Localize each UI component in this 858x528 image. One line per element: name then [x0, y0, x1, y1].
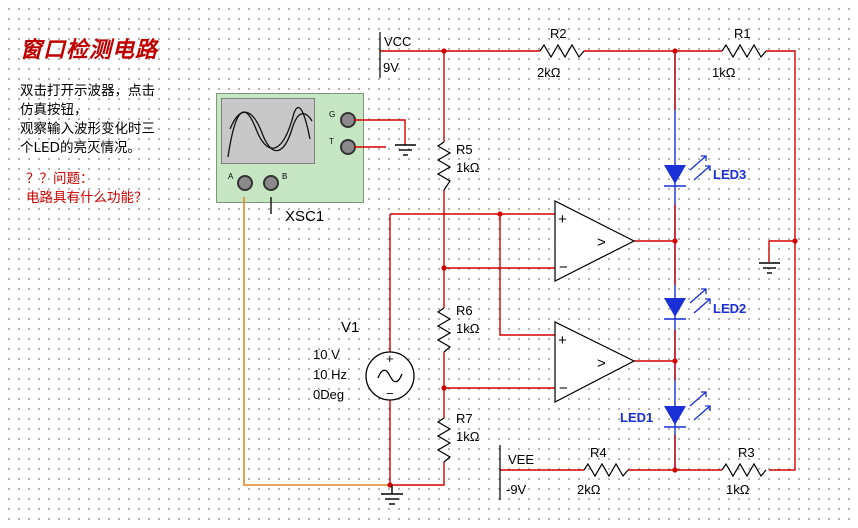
resistor-r2[interactable]: R2 2kΩ — [537, 26, 567, 80]
opamp-plus-label: + — [558, 211, 567, 228]
r5-name: R5 — [456, 142, 473, 157]
r3-value: 1kΩ — [726, 482, 750, 497]
led-icon — [664, 165, 686, 184]
vee-name: VEE — [508, 452, 534, 467]
ground-icon — [395, 144, 416, 156]
source-minus-label: − — [386, 386, 394, 401]
oscilloscope-b-terminal[interactable] — [263, 175, 279, 191]
oscilloscope-label: XSC1 — [285, 208, 324, 225]
led2[interactable]: LED2 — [664, 288, 746, 320]
terminal-label-a: A — [228, 172, 234, 181]
instruction-line: 个LED的亮灭情况。 — [20, 140, 141, 156]
resistor-r6[interactable]: R6 1kΩ — [456, 303, 480, 336]
opamp-plus-label: + — [558, 332, 567, 349]
source-phase: 0Deg — [313, 387, 344, 402]
source-frequency: 10 Hz — [313, 367, 347, 382]
instruction-line: 观察输入波形变化时三 — [20, 121, 155, 137]
r7-value: 1kΩ — [456, 429, 480, 444]
vee-value: -9V — [506, 482, 527, 497]
terminal-label-g: G — [329, 110, 336, 119]
r7-name: R7 — [456, 411, 473, 426]
led-icon — [664, 298, 686, 317]
opamp-gt-label: > — [597, 234, 606, 251]
circuit-wires — [354, 50, 796, 486]
oscilloscope-screen — [221, 98, 315, 164]
terminal-label-b: B — [282, 172, 288, 181]
source-plus-label: + — [386, 351, 394, 366]
junction-dots — [387, 48, 798, 488]
opamp-minus-label: − — [559, 259, 568, 276]
resistor-r4[interactable]: R4 2kΩ — [577, 445, 607, 497]
led2-label: LED2 — [713, 301, 746, 316]
instruction-text: 双击打开示波器，点击 仿真按钮， 观察输入波形变化时三 个LED的亮灭情况。 — [20, 82, 155, 158]
instruction-line: 双击打开示波器，点击 — [20, 83, 155, 99]
r1-value: 1kΩ — [712, 65, 736, 80]
ground-icon — [381, 485, 403, 505]
waveform-icon — [227, 106, 313, 158]
terminal-label-t: T — [329, 137, 334, 146]
r6-name: R6 — [456, 303, 473, 318]
opamp-gt-label: > — [597, 355, 606, 372]
ac-source-v1[interactable]: + − V1 10 V 10 Hz 0Deg — [313, 319, 415, 402]
opamp-triangle — [554, 200, 636, 282]
page-title: 窗口检测电路 — [20, 37, 159, 63]
led3[interactable]: LED3 — [664, 155, 746, 187]
r2-name: R2 — [550, 26, 567, 41]
vcc-value: 9V — [383, 60, 399, 75]
oscilloscope-a-terminal[interactable] — [237, 175, 253, 191]
opamp-triangle — [554, 321, 636, 403]
vee-supply[interactable]: VEE -9V — [499, 445, 534, 500]
ground-icon — [759, 262, 780, 274]
vcc-supply[interactable]: VCC 9V — [379, 32, 411, 78]
r4-name: R4 — [590, 445, 607, 460]
resistor-r5[interactable]: R5 1kΩ — [456, 142, 480, 175]
scope-probe-wire — [243, 197, 392, 486]
led3-label: LED3 — [713, 167, 746, 182]
r1-name: R1 — [734, 26, 751, 41]
question-line: ？？问题： — [26, 171, 94, 187]
question-text: ？？问题： 电路具有什么功能？ — [26, 170, 148, 208]
source-name: V1 — [341, 319, 359, 336]
resistor-r3[interactable]: R3 1kΩ — [726, 445, 755, 497]
led1[interactable]: LED1 — [620, 391, 711, 428]
vcc-name: VCC — [384, 34, 411, 49]
resistor-zigzags — [436, 43, 767, 478]
opamp-lower[interactable]: + − > — [554, 321, 636, 403]
r3-name: R3 — [738, 445, 755, 460]
oscilloscope[interactable]: G T A B — [216, 93, 364, 203]
r5-value: 1kΩ — [456, 160, 480, 175]
opamp-minus-label: − — [559, 380, 568, 397]
opamp-upper[interactable]: + − > — [554, 200, 636, 282]
r2-value: 2kΩ — [537, 65, 561, 80]
r4-value: 2kΩ — [577, 482, 601, 497]
resistor-r1[interactable]: R1 1kΩ — [712, 26, 751, 80]
led1-label: LED1 — [620, 410, 653, 425]
instruction-line: 仿真按钮， — [20, 102, 88, 118]
source-amplitude: 10 V — [313, 347, 340, 362]
led-icon — [664, 406, 686, 425]
question-line: 电路具有什么功能？ — [26, 190, 148, 206]
resistor-r7[interactable]: R7 1kΩ — [456, 411, 480, 444]
r6-value: 1kΩ — [456, 321, 480, 336]
